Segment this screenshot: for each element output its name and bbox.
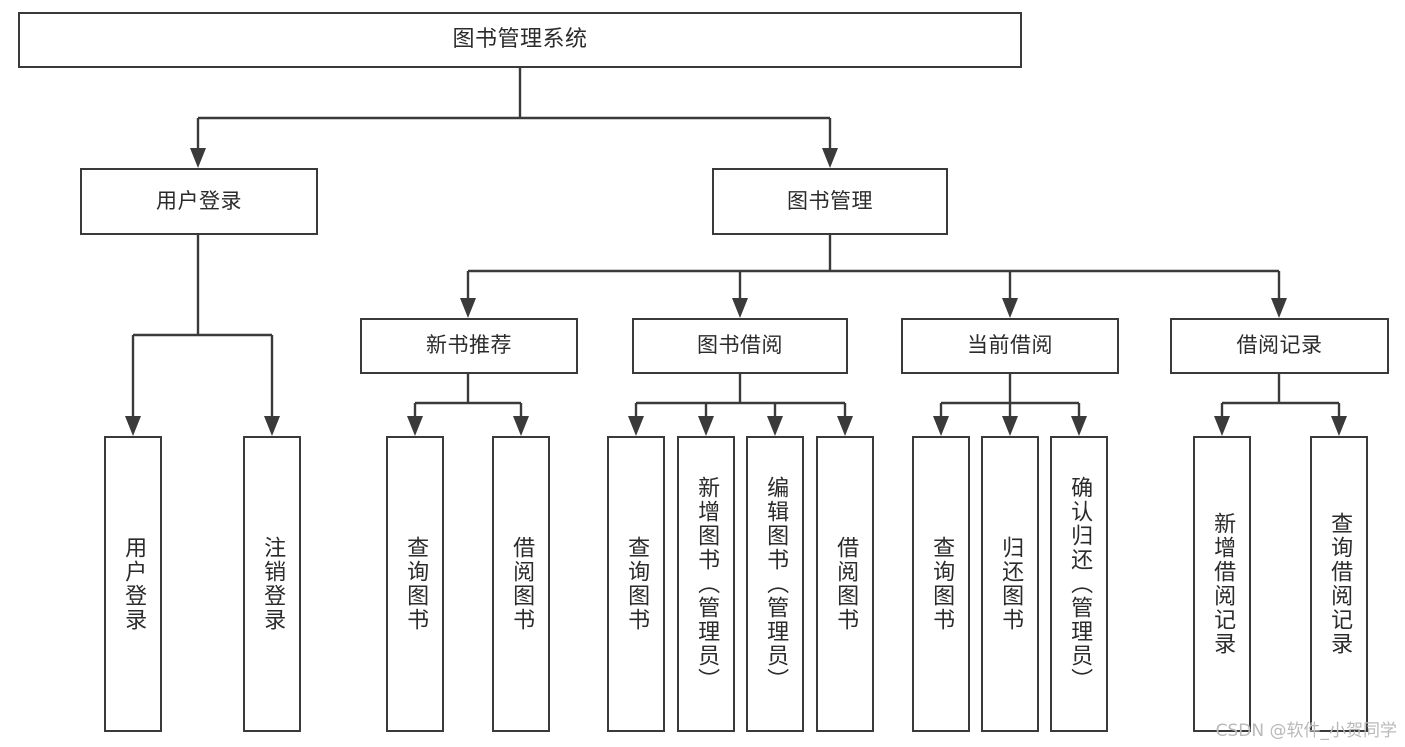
node-leaf-add-book-admin[interactable]: 新增图书（管理员） bbox=[677, 436, 735, 732]
node-user-login[interactable]: 用户登录 bbox=[80, 168, 318, 235]
node-book-management-label: 图书管理 bbox=[787, 188, 873, 213]
node-leaf-add-borrow-record-label: 新增借阅记录 bbox=[1210, 512, 1236, 656]
node-book-management[interactable]: 图书管理 bbox=[712, 168, 948, 235]
arrow-book-to-new bbox=[460, 298, 476, 318]
node-leaf-query-book-1[interactable]: 查询图书 bbox=[386, 436, 444, 732]
arrow-new-leaf-2 bbox=[513, 416, 529, 436]
node-borrow-record[interactable]: 借阅记录 bbox=[1170, 318, 1389, 374]
arrow-record-leaf-1 bbox=[1214, 416, 1230, 436]
arrow-borrow-leaf-1 bbox=[628, 416, 644, 436]
arrow-record-leaf-2 bbox=[1331, 416, 1347, 436]
node-leaf-query-book-3[interactable]: 查询图书 bbox=[912, 436, 970, 732]
arrow-user-leaf-1 bbox=[125, 416, 141, 436]
arrow-current-leaf-3 bbox=[1071, 416, 1087, 436]
arrow-borrow-leaf-3 bbox=[767, 416, 783, 436]
node-leaf-query-book-1-label: 查询图书 bbox=[403, 536, 429, 632]
node-leaf-add-borrow-record[interactable]: 新增借阅记录 bbox=[1193, 436, 1251, 732]
node-leaf-edit-book-admin[interactable]: 编辑图书（管理员） bbox=[746, 436, 804, 732]
node-leaf-return-book[interactable]: 归还图书 bbox=[981, 436, 1039, 732]
node-root-label: 图书管理系统 bbox=[452, 26, 588, 52]
arrow-new-leaf-1 bbox=[407, 416, 423, 436]
node-leaf-add-book-admin-label: 新增图书（管理员） bbox=[694, 476, 720, 692]
node-leaf-logout-label: 注销登录 bbox=[260, 536, 286, 632]
node-leaf-edit-book-admin-label: 编辑图书（管理员） bbox=[763, 476, 789, 692]
node-leaf-borrow-book-1[interactable]: 借阅图书 bbox=[492, 436, 550, 732]
arrow-user-leaf-2 bbox=[264, 416, 280, 436]
node-leaf-logout[interactable]: 注销登录 bbox=[243, 436, 301, 732]
node-leaf-query-borrow-record-label: 查询借阅记录 bbox=[1327, 512, 1353, 656]
arrow-book-to-current bbox=[1002, 298, 1018, 318]
node-leaf-query-book-2-label: 查询图书 bbox=[624, 536, 650, 632]
node-leaf-query-book-2[interactable]: 查询图书 bbox=[607, 436, 665, 732]
node-borrow-record-label: 借阅记录 bbox=[1236, 333, 1323, 358]
csdn-watermark: CSDN @软件_小贺同学 bbox=[1215, 721, 1397, 741]
node-current-borrow-label: 当前借阅 bbox=[967, 333, 1053, 358]
node-new-book-recommend-label: 新书推荐 bbox=[426, 333, 512, 358]
node-leaf-user-login-label: 用户登录 bbox=[121, 536, 147, 632]
node-book-borrow[interactable]: 图书借阅 bbox=[632, 318, 848, 374]
node-leaf-query-borrow-record[interactable]: 查询借阅记录 bbox=[1310, 436, 1368, 732]
arrow-root-to-book bbox=[822, 148, 838, 168]
arrow-current-leaf-1 bbox=[933, 416, 949, 436]
node-leaf-user-login[interactable]: 用户登录 bbox=[104, 436, 162, 732]
node-leaf-borrow-book-1-label: 借阅图书 bbox=[509, 536, 535, 632]
node-leaf-return-book-label: 归还图书 bbox=[998, 536, 1024, 632]
node-leaf-borrow-book-2-label: 借阅图书 bbox=[833, 536, 859, 632]
arrow-current-leaf-2 bbox=[1002, 416, 1018, 436]
node-leaf-confirm-return-admin[interactable]: 确认归还（管理员） bbox=[1050, 436, 1108, 732]
arrow-book-to-borrow bbox=[732, 298, 748, 318]
node-user-login-label: 用户登录 bbox=[156, 188, 242, 213]
arrow-book-to-record bbox=[1271, 298, 1287, 318]
node-leaf-query-book-3-label: 查询图书 bbox=[929, 536, 955, 632]
arrow-borrow-leaf-2 bbox=[698, 416, 714, 436]
node-root[interactable]: 图书管理系统 bbox=[18, 12, 1022, 68]
node-book-borrow-label: 图书借阅 bbox=[697, 333, 783, 358]
arrow-root-to-user bbox=[190, 148, 206, 168]
node-current-borrow[interactable]: 当前借阅 bbox=[901, 318, 1119, 374]
node-new-book-recommend[interactable]: 新书推荐 bbox=[360, 318, 578, 374]
node-leaf-confirm-return-admin-label: 确认归还（管理员） bbox=[1067, 476, 1093, 692]
node-leaf-borrow-book-2[interactable]: 借阅图书 bbox=[816, 436, 874, 732]
arrow-borrow-leaf-4 bbox=[837, 416, 853, 436]
